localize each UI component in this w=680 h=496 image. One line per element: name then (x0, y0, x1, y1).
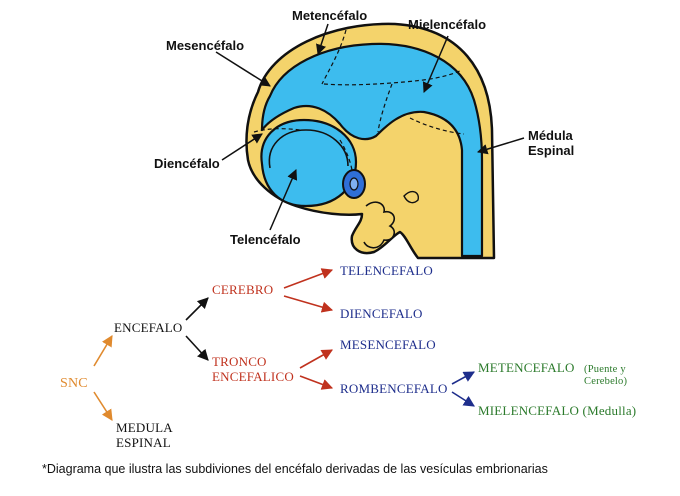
arrow-cerebro-diencefalo (283, 295, 334, 313)
arch-detail (403, 190, 419, 204)
node-snc: SNC (60, 376, 88, 391)
arrow-snc-medula (93, 391, 113, 421)
tree-arrows (93, 268, 475, 421)
node-medula-line1: MEDULA (116, 420, 173, 435)
pointer-diencefalo (221, 133, 263, 161)
figure-caption: *Diagrama que ilustra las subdiviones de… (42, 462, 548, 476)
arrow-rombencefalo-mielencefalo (451, 391, 475, 407)
node-metencefalo: METENCEFALO (Puente y (478, 360, 626, 377)
label-diencefalo: Diencéfalo (154, 156, 220, 171)
telencephalon-vesicle (260, 118, 358, 208)
node-cerebro: CEREBRO (212, 282, 274, 297)
ventricle-system (260, 42, 484, 258)
label-medula-line1: Médula (528, 128, 573, 143)
arrow-tronco-rombencefalo (299, 375, 334, 390)
node-rombencefalo: ROMBENCEFALO (340, 381, 448, 396)
pharyngeal-arches (363, 201, 396, 249)
arrow-snc-encefalo (93, 335, 113, 367)
arrow-cerebro-telencefalo (283, 268, 334, 289)
arrow-encefalo-tronco (185, 335, 209, 361)
node-mesencefalo: MESENCEFALO (340, 337, 436, 352)
node-telencefalo: TELENCEFALO (340, 263, 433, 278)
arrow-tronco-mesencefalo (299, 349, 333, 369)
label-metencefalo: Metencéfalo (292, 8, 368, 23)
telencephalon-inner-outline (268, 129, 349, 169)
vesicle-boundaries (253, 29, 465, 171)
arrow-rombencefalo-metencefalo (451, 371, 475, 385)
node-medula-line2: ESPINAL (116, 435, 171, 450)
node-metencefalo-label: METENCEFALO (478, 360, 575, 375)
node-encefalo: ENCEFALO (114, 320, 183, 335)
arrow-encefalo-cerebro (185, 297, 209, 321)
optic-lens (349, 177, 359, 191)
node-mielencefalo: MIELENCEFALO (Medulla) (478, 403, 637, 418)
label-pointers (215, 23, 525, 231)
node-diencefalo: DIENCEFALO (340, 306, 423, 321)
pointer-telencefalo (269, 169, 298, 231)
node-metencefalo-note-2: Cerebelo) (584, 376, 628, 387)
pointer-mielencefalo (422, 35, 449, 93)
label-mielencefalo: Mielencéfalo (408, 17, 487, 32)
node-tronco-line2: ENCEFALICO (212, 369, 294, 384)
label-telencefalo: Telencéfalo (230, 232, 301, 247)
label-medula-line2: Espinal (528, 143, 575, 158)
node-tronco-line1: TRONCO (212, 354, 267, 369)
pointer-medula (476, 137, 525, 155)
node-metencefalo-note-1: (Puente y (584, 364, 626, 375)
pointer-metencefalo (316, 23, 329, 55)
pointer-mesencefalo (215, 51, 271, 87)
label-mesencefalo: Mesencéfalo (166, 38, 245, 53)
